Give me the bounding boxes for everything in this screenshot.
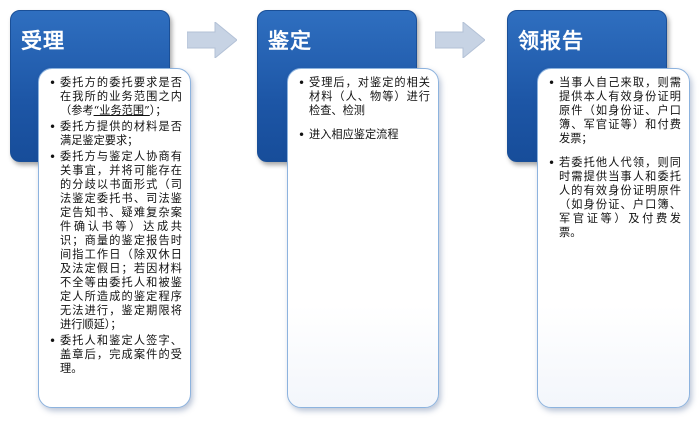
step-title: 受理	[21, 29, 65, 53]
list-item: 受理后，对鉴定的相关材料（人、物等）进行检查、检测	[298, 76, 430, 118]
list-item: 委托人和鉴定人签字、盖章后，完成案件的受理。	[49, 334, 182, 376]
business-scope-link[interactable]: “业务范围”	[93, 104, 150, 117]
list-item: 委托方与鉴定人协商有关事宜，并将可能存在的分歧以书面形式（司法鉴定委托书、司法鉴…	[49, 150, 182, 332]
list-item: 委托方提供的材料是否满足鉴定要求；	[49, 120, 182, 148]
collection-list: 当事人自己来取，则需提供本人有效身份证明原件（如身份证、户口簿、军官证等）和付费…	[548, 76, 681, 240]
step-card-appraisal: 受理后，对鉴定的相关材料（人、物等）进行检查、检测 进入相应鉴定流程	[287, 68, 439, 408]
arrow-right-icon	[187, 22, 237, 58]
procedure-list: 受理后，对鉴定的相关材料（人、物等）进行检查、检测 进入相应鉴定流程	[298, 76, 430, 142]
requirement-list: 委托方的委托要求是否在我所的业务范围之内（参考“业务范围”）； 委托方提供的材料…	[49, 76, 182, 376]
step-title: 领报告	[518, 29, 584, 53]
arrow-right-icon	[435, 22, 485, 58]
step-title: 鉴定	[268, 29, 312, 53]
step-card-accept: 委托方的委托要求是否在我所的业务范围之内（参考“业务范围”）； 委托方提供的材料…	[38, 68, 191, 408]
step-card-collect-report: 当事人自己来取，则需提供本人有效身份证明原件（如身份证、户口簿、军官证等）和付费…	[537, 68, 690, 408]
list-item: 委托方的委托要求是否在我所的业务范围之内（参考“业务范围”）；	[49, 76, 182, 118]
list-item: 当事人自己来取，则需提供本人有效身份证明原件（如身份证、户口簿、军官证等）和付费…	[548, 76, 681, 146]
list-item: 若委托他人代领，则同时需提供当事人和委托人的有效身份证明原件（如身份证、户口簿、…	[548, 156, 681, 240]
list-item: 进入相应鉴定流程	[298, 128, 430, 142]
